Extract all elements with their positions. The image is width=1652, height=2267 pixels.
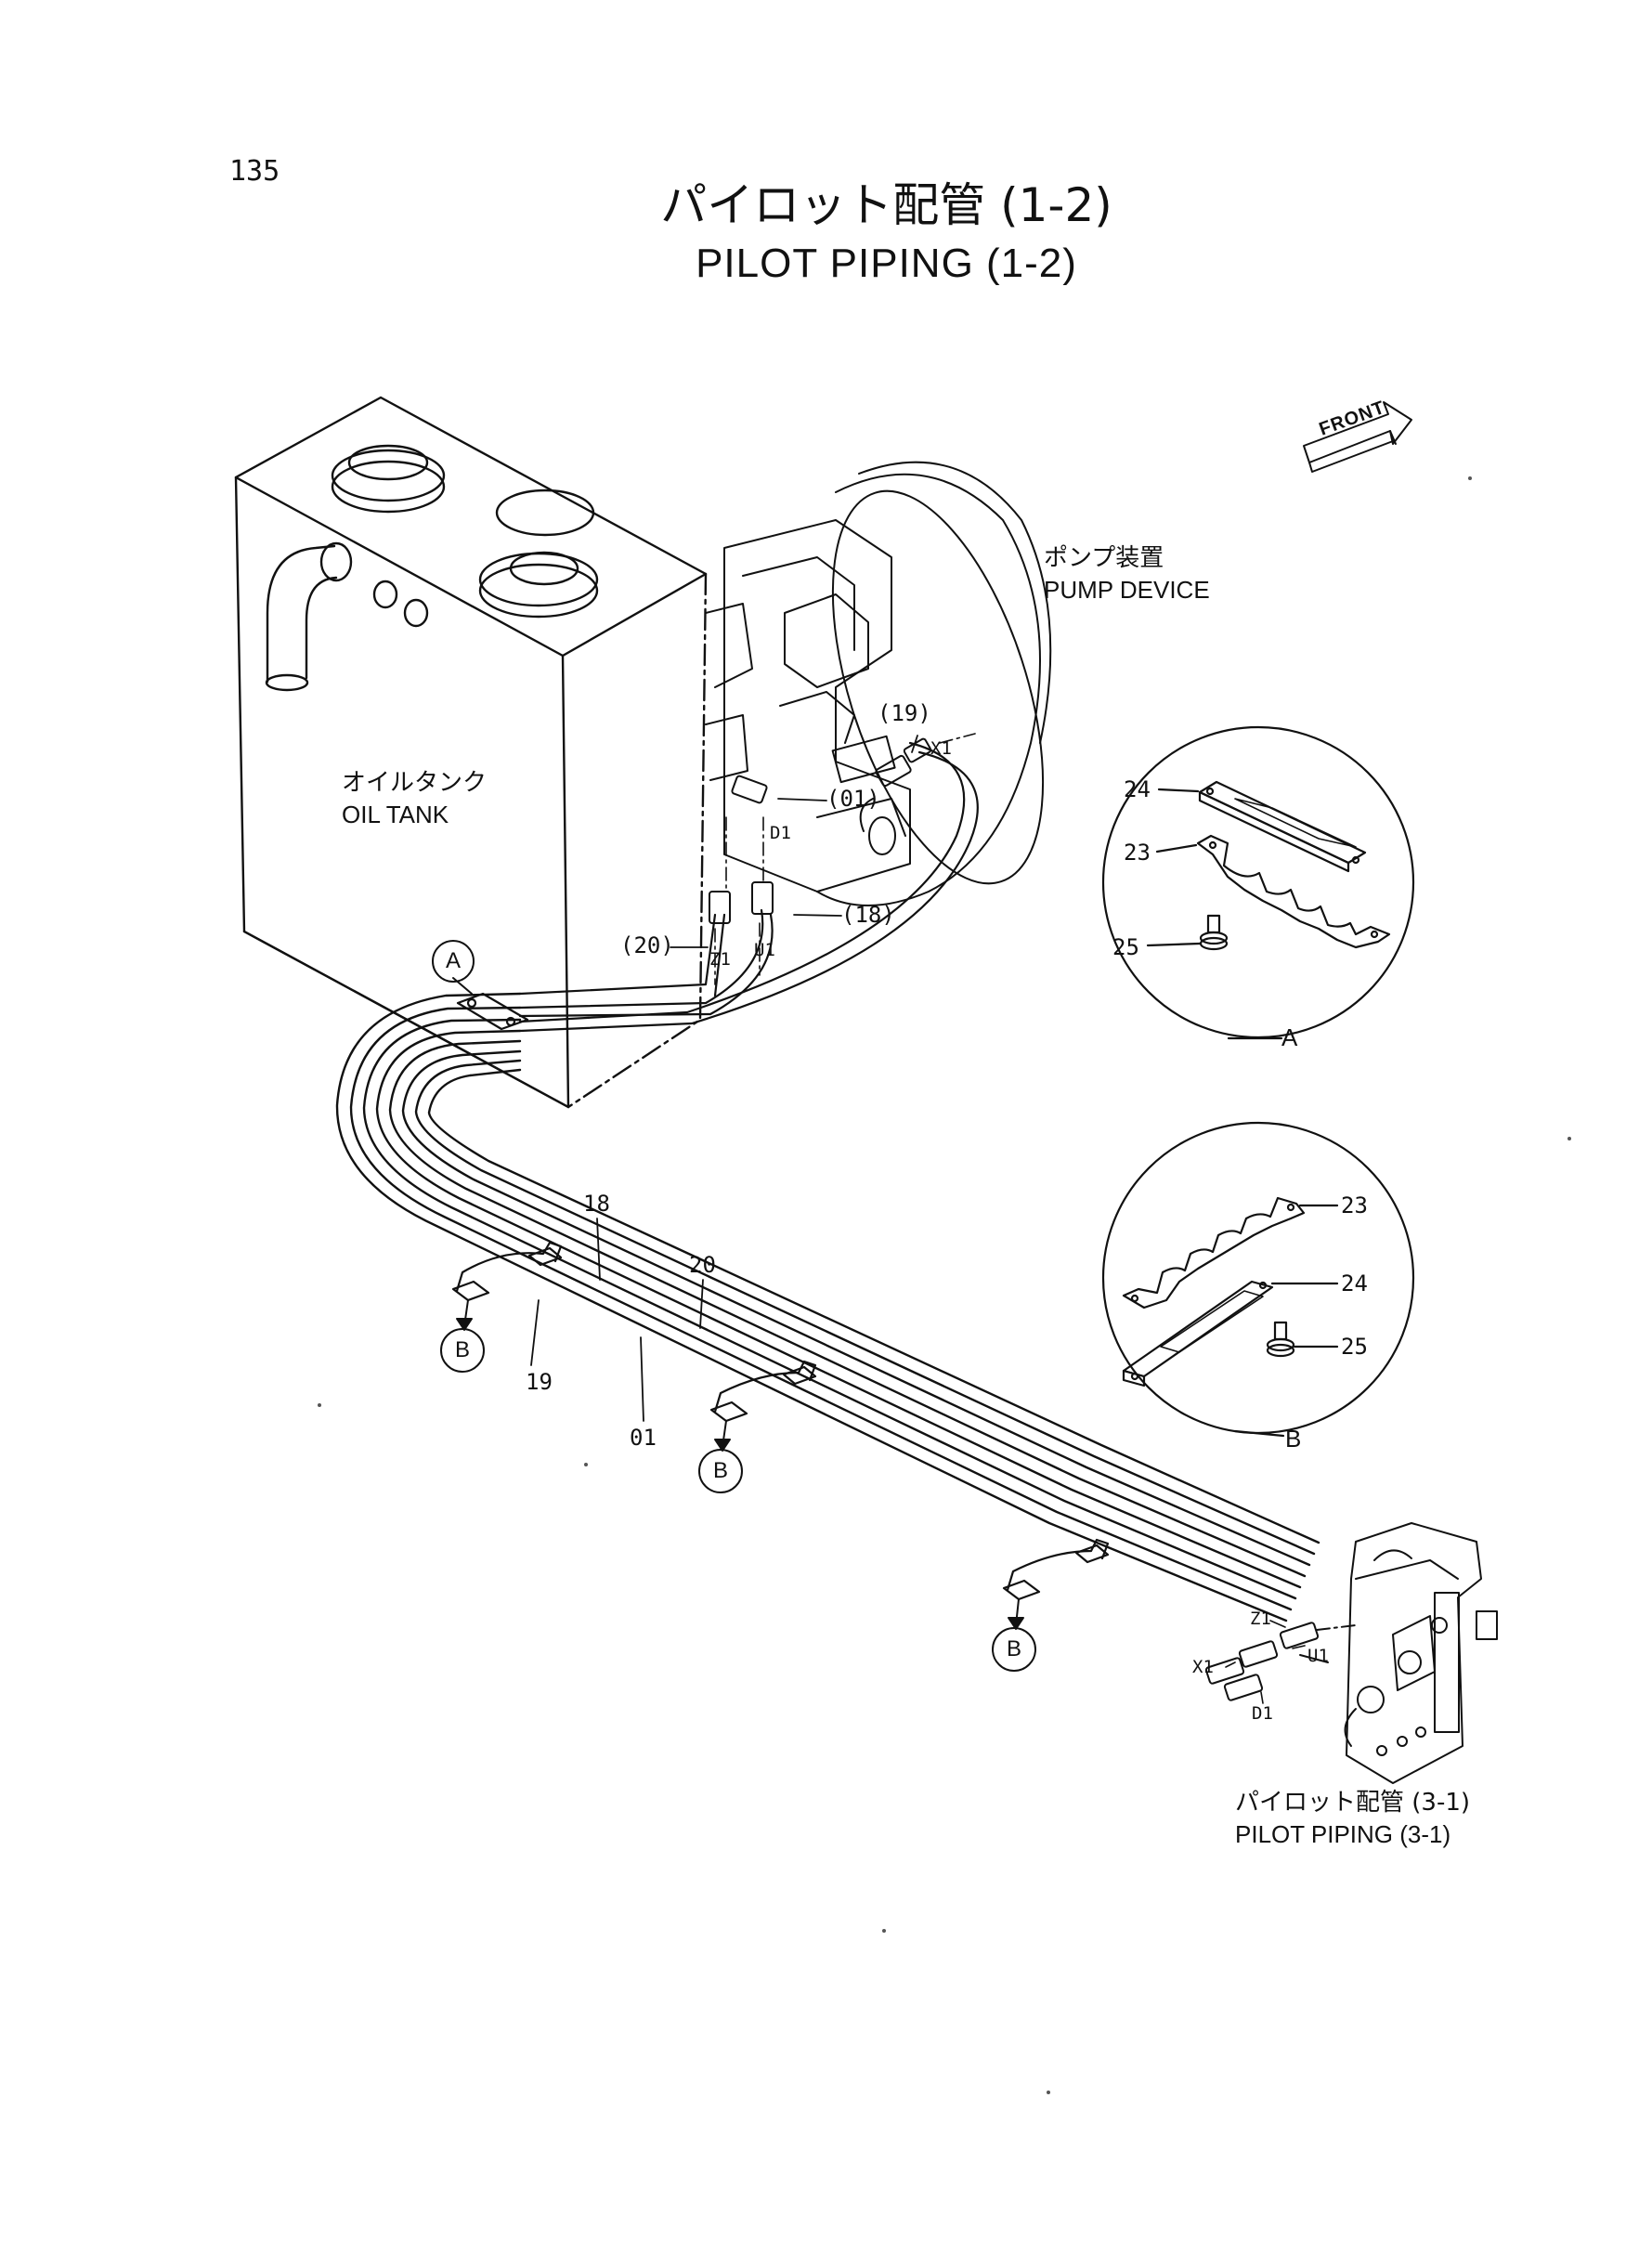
marker-b2: B — [712, 1458, 728, 1483]
pilot-piping-ref-jp: パイロット配管 (3-1) — [1235, 1789, 1471, 1817]
detail-b-part-23: 23 — [1341, 1192, 1368, 1218]
pump-device-drawing — [705, 461, 1052, 906]
detail-a-drawing — [1101, 725, 1415, 1040]
oil-tank-label-en: OIL TANK — [342, 801, 449, 828]
marker-a-circle — [432, 940, 475, 983]
detail-b-label: B — [1285, 1425, 1302, 1453]
part-01: 01 — [630, 1425, 657, 1451]
pilot-piping-ref-en: PILOT PIPING (3-1) — [1235, 1820, 1451, 1848]
marker-a: A — [445, 948, 461, 973]
detail-a-part-23: 23 — [1124, 840, 1151, 866]
hose-bundle — [335, 992, 1320, 1622]
port-u1-top: U1 — [754, 940, 775, 960]
oil-tank-label-jp: オイルタンク — [342, 769, 488, 797]
oil-tank-drawing — [234, 396, 708, 1109]
port-x1-top: X1 — [930, 738, 952, 759]
part-18: 18 — [583, 1191, 610, 1217]
port-z1-bottom: Z1 — [1250, 1609, 1271, 1629]
marker-b2-circle — [698, 1449, 743, 1493]
detail-a-part-24: 24 — [1124, 776, 1151, 802]
detail-b-part-24: 24 — [1341, 1270, 1368, 1296]
pump-device-label-jp: ポンプ装置 — [1044, 544, 1164, 572]
marker-b1: B — [454, 1337, 470, 1362]
scan-specks — [318, 476, 1571, 2094]
port-u1-bottom: U1 — [1307, 1646, 1329, 1666]
pump-dashed-leaders — [714, 733, 976, 985]
detail-a-part-25: 25 — [1112, 934, 1139, 960]
detail-b-drawing — [1101, 1121, 1415, 1438]
front-arrow-icon — [1303, 401, 1412, 473]
port-z1-top: Z1 — [709, 949, 731, 970]
control-valve-drawing — [1344, 1522, 1498, 1784]
marker-b1-circle — [440, 1328, 485, 1373]
clamp-b-drawings — [451, 1241, 1110, 1601]
valve-callout-leaders — [1225, 1620, 1306, 1704]
callout-01-paren: (01) — [826, 786, 880, 812]
detail-a-label: A — [1281, 1023, 1298, 1051]
clamp-leaders — [452, 977, 1024, 1630]
page-title-en: PILOT PIPING (1-2) — [696, 241, 1077, 286]
port-x1-bottom: X1 — [1192, 1657, 1214, 1677]
pump-callout-leaders — [670, 735, 918, 948]
part-19: 19 — [526, 1369, 553, 1395]
clamp-a-drawing — [456, 992, 529, 1031]
marker-b3-circle — [992, 1627, 1036, 1672]
part-number-leaders — [530, 1218, 704, 1422]
pump-device-label-en: PUMP DEVICE — [1044, 576, 1210, 604]
marker-b3: B — [1006, 1636, 1021, 1661]
page-title-jp: パイロット配管 (1-2) — [660, 178, 1112, 232]
callout-20-paren: (20) — [620, 932, 674, 958]
pump-hoses — [518, 741, 979, 1033]
callout-18-paren: (18) — [841, 902, 895, 928]
detail-b-part-25: 25 — [1341, 1334, 1368, 1360]
port-d1-bottom: D1 — [1252, 1703, 1273, 1724]
callout-19-paren: (19) — [878, 700, 931, 726]
page-number: 135 — [229, 155, 280, 188]
pump-fittings — [709, 737, 932, 924]
part-20: 20 — [689, 1252, 716, 1278]
port-d1-top: D1 — [770, 823, 791, 843]
valve-fittings — [1204, 1622, 1357, 1701]
